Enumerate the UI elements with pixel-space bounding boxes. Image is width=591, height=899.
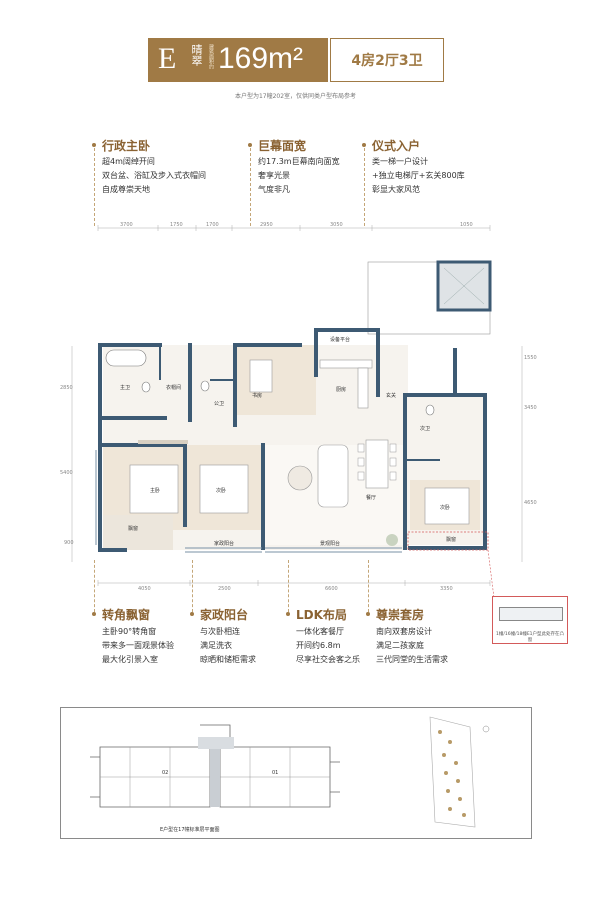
- room-label: 公卫: [214, 401, 225, 407]
- unit-sub: 建筑面积约: [208, 44, 214, 69]
- room-label: 次卫: [420, 426, 431, 432]
- feature-line: 超4m阔绰开间: [102, 157, 155, 166]
- leader-line: [250, 148, 251, 226]
- dimension-label: 1050: [460, 222, 473, 228]
- room-label: 次卧: [216, 488, 227, 494]
- dimension-label: 5400: [60, 470, 73, 476]
- dimension-label: 1550: [524, 355, 537, 361]
- room-label: 衣帽间: [166, 385, 182, 391]
- feature-line: 满足二孩家庭: [376, 641, 424, 650]
- feature-line: 满足洗衣: [200, 641, 232, 650]
- leader-line: [288, 560, 289, 612]
- dimension-label: 4650: [524, 500, 537, 506]
- unit-name: 晴翠: [190, 44, 203, 66]
- leader-line: [364, 148, 365, 226]
- unit-rooms: 4房2厅3卫: [351, 53, 423, 69]
- dimension-label: 3050: [330, 222, 343, 228]
- dimension-label: 6600: [325, 586, 338, 592]
- feature-dot: [286, 612, 290, 616]
- feature-line: 开间约6.8m: [296, 641, 341, 650]
- room-label: 主卫: [120, 385, 131, 391]
- feature-line: 约17.3m巨幕南向面宽: [258, 157, 340, 166]
- feature-line: 彰显大家风范: [372, 185, 420, 194]
- feature-title: 转角飘窗: [102, 608, 151, 622]
- dimension-label: 900: [64, 540, 74, 546]
- feature-title: 仪式入户: [372, 139, 421, 153]
- layout-note: 本户型为17幢202室，仅供同类户型布局参考: [234, 93, 357, 100]
- feature-line: 南向双套房设计: [376, 627, 432, 636]
- room-label: 设备平台: [330, 337, 351, 343]
- feature-dot: [248, 143, 252, 147]
- feature-dot: [92, 612, 96, 616]
- feature-line: 与次卧相连: [200, 627, 240, 636]
- feature-line: 三代同堂的生活需求: [376, 655, 448, 664]
- room-label: 景观阳台: [320, 541, 341, 547]
- building-plan: [90, 716, 490, 828]
- dimension-label: 3700: [120, 222, 133, 228]
- dimension-label: 1700: [206, 222, 219, 228]
- room-label: 餐厅: [366, 495, 377, 501]
- feature-line: +独立电梯厅+玄关800库: [372, 171, 465, 180]
- unit-letter: E: [158, 42, 177, 75]
- room-label: 飘窗: [128, 526, 139, 532]
- dimension-label: 3350: [440, 586, 453, 592]
- feature-line: 带来多一面观景体验: [102, 641, 174, 650]
- feature-line: 尽享社交会客之乐: [296, 655, 360, 664]
- room-label: 主卧: [150, 488, 161, 494]
- feature-dot: [362, 143, 366, 147]
- room-label: 玄关: [386, 393, 397, 399]
- feature-line: 气度非凡: [258, 185, 290, 194]
- window-callout-sketch: [499, 607, 563, 621]
- leader-line: [368, 560, 369, 612]
- dimension-label: 3450: [524, 405, 537, 411]
- room-label: 厨房: [336, 387, 347, 393]
- feature-title: 巨幕面宽: [258, 139, 307, 153]
- feature-line: 自成尊崇天地: [102, 185, 150, 194]
- feature-title: 家政阳台: [200, 608, 249, 622]
- feature-line: 一体化客餐厅: [296, 627, 344, 636]
- leader-line: [94, 560, 95, 612]
- feature-title: LDK布局: [296, 608, 347, 622]
- dimension-label: 4050: [138, 586, 151, 592]
- window-callout-text: 1幢/16幢/18幢E1户型此处存在凸窗: [495, 632, 565, 643]
- dimension-label: 1750: [170, 222, 183, 228]
- feature-dot: [190, 612, 194, 616]
- feature-line: 最大化引景入室: [102, 655, 158, 664]
- feature-line: 类一梯一户设计: [372, 157, 428, 166]
- inset-unit-label: 02: [162, 770, 169, 776]
- leader-line: [94, 148, 95, 226]
- feature-dot: [366, 612, 370, 616]
- dimension-label: 2850: [60, 385, 73, 391]
- inset-panel: [60, 707, 532, 839]
- feature-line: 晾晒和储柜需求: [200, 655, 256, 664]
- inset-unit-label: 01: [272, 770, 279, 776]
- room-label: 家政阳台: [214, 541, 235, 547]
- feature-line: 双台盆、浴缸及步入式衣帽间: [102, 171, 206, 180]
- window-callout: [492, 596, 568, 644]
- feature-title: 行政主卧: [102, 139, 151, 153]
- rooms-badge: [330, 38, 444, 82]
- unit-area: 169m²: [218, 42, 304, 75]
- feature-dot: [92, 143, 96, 147]
- inset-caption: E户型在17幢标准层平面图: [160, 827, 220, 833]
- dimension-label: 2950: [260, 222, 273, 228]
- feature-line: 主卧90°转角窗: [102, 627, 157, 636]
- dimension-label: 2500: [218, 586, 231, 592]
- room-label: 次卧: [440, 505, 451, 511]
- header-badge: [148, 38, 328, 82]
- feature-line: 奢享光景: [258, 171, 290, 180]
- feature-title: 尊崇套房: [376, 608, 425, 622]
- leader-line: [192, 560, 193, 612]
- room-label: 书房: [252, 393, 263, 399]
- room-label: 飘窗: [446, 537, 457, 543]
